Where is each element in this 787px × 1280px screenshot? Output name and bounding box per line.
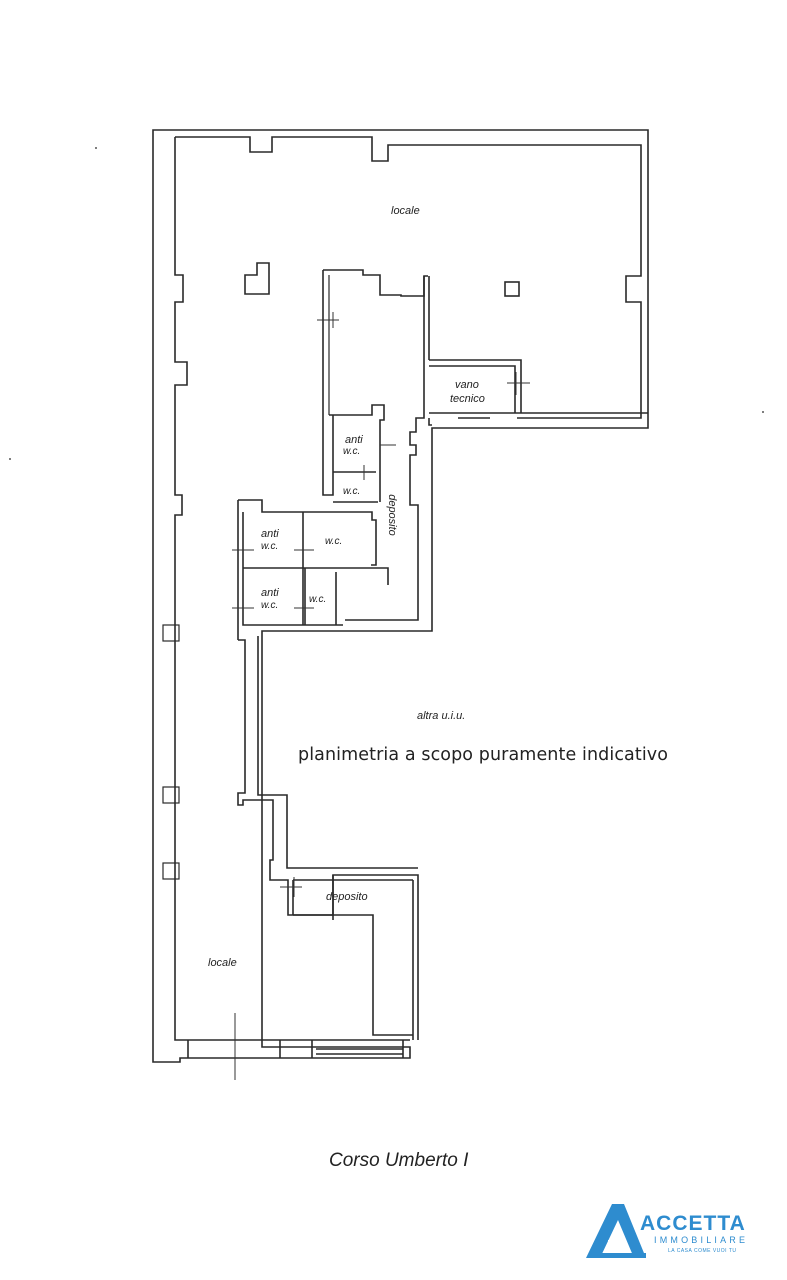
- room-label-wc-3: w.c.: [309, 594, 327, 605]
- wc-divider: [243, 512, 389, 625]
- core-right-wall: [345, 276, 425, 621]
- core-wall: [323, 269, 428, 297]
- disclaimer-note: planimetria a scopo puramente indicativo: [298, 745, 669, 765]
- lower-wing-wall: [237, 639, 419, 1040]
- room-label-wc-1: w.c.: [343, 486, 361, 497]
- inner-wall-main: [175, 136, 642, 419]
- core-right-wall-outer: [428, 276, 432, 426]
- room-label-deposito-vertical: deposito: [385, 494, 398, 536]
- logo-subtitle: IMMOBILIARE: [654, 1235, 749, 1245]
- room-label-locale-bottom: locale: [208, 957, 237, 969]
- scan-speck: [95, 147, 97, 149]
- column: [504, 281, 520, 297]
- room-label-altra-uiu: altra u.i.u.: [417, 710, 466, 722]
- pilaster: [162, 862, 180, 880]
- wc-block-2: [237, 499, 377, 640]
- logo-name: ACCETTA: [640, 1212, 746, 1235]
- inner-wall-left: [174, 137, 410, 1041]
- outer-wall: [152, 129, 649, 1063]
- room-label-anti-wc-1: w.c.: [343, 446, 361, 457]
- room-label-anti-2: anti: [261, 528, 279, 540]
- scan-speck: [762, 411, 764, 413]
- door-marks: [232, 312, 530, 1080]
- scan-speck: [9, 458, 11, 460]
- street-name: Corso Umberto I: [329, 1150, 469, 1171]
- room-label-deposito-bottom: deposito: [326, 891, 368, 903]
- column: [244, 262, 270, 295]
- wc-block-1: [329, 404, 385, 503]
- logo-tagline: LA CASA COME VUOI TU: [668, 1248, 737, 1254]
- vano-tecnico-walls: [429, 359, 648, 414]
- front-openings: [187, 1040, 404, 1058]
- room-label-locale-top: locale: [391, 205, 420, 217]
- lower-wing-wall-outer: [257, 636, 418, 1040]
- core-wall-left: [322, 270, 334, 496]
- room-label-tecnico: tecnico: [450, 393, 485, 405]
- accetta-logo-mark: [586, 1204, 646, 1258]
- room-label-anti-1: anti: [345, 434, 363, 446]
- pilaster: [162, 624, 180, 642]
- room-label-wc-2: w.c.: [325, 536, 343, 547]
- deposito-walls: [292, 875, 413, 1036]
- room-label-vano: vano: [455, 379, 479, 391]
- room-label-anti-wc-2: w.c.: [261, 541, 279, 552]
- room-label-anti-wc-3: w.c.: [261, 600, 279, 611]
- logo-a-shape: [586, 1204, 646, 1258]
- room-label-anti-3: anti: [261, 587, 279, 599]
- pilaster: [162, 786, 180, 804]
